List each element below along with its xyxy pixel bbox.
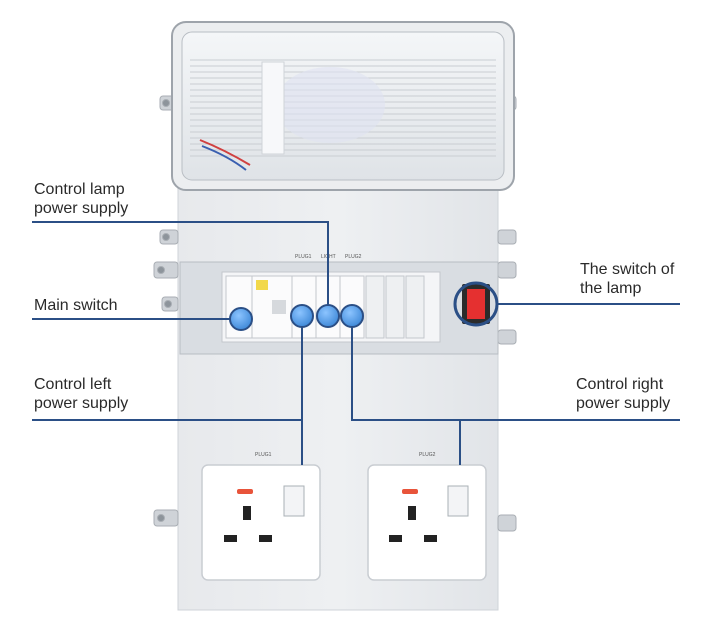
callout-main-switch: Main switch xyxy=(34,297,118,314)
bulkhead-lamp xyxy=(171,21,515,191)
callout-left-power: Control left power supply xyxy=(34,375,128,413)
callout-right-power-line1: Control right xyxy=(576,376,664,393)
callout-lamp-switch: The switch of the lamp xyxy=(580,260,674,298)
callout-lamp-switch-line1: The switch of xyxy=(580,261,675,278)
socket-label-plug1: PLUG1 xyxy=(255,452,272,458)
breaker-enclosure: PLUG1 LIGHT PLUG2 xyxy=(179,254,499,355)
callout-lamp-power-line2: power supply xyxy=(34,200,129,217)
lamp-rocker-switch[interactable] xyxy=(453,281,499,327)
callout-lamp-switch-line2: the lamp xyxy=(580,280,642,297)
left-socket: PLUG1 xyxy=(201,452,321,581)
callout-right-power-line2: power supply xyxy=(576,395,671,412)
callout-right-power: Control right power supply xyxy=(576,375,670,413)
socket-label-plug2: PLUG2 xyxy=(419,452,436,458)
plug2-breaker-toggle[interactable] xyxy=(340,304,364,328)
right-socket: PLUG2 xyxy=(367,452,487,581)
leader-lamp-power xyxy=(32,221,329,305)
plug1-breaker-toggle[interactable] xyxy=(290,304,314,328)
callout-lamp-power-line1: Control lamp xyxy=(34,181,125,198)
main-switch-toggle[interactable] xyxy=(229,307,253,331)
callout-left-power-line2: power supply xyxy=(34,395,129,412)
leader-right-power xyxy=(351,327,680,421)
callout-lamp-power: Control lamp power supply xyxy=(34,180,128,218)
callout-left-power-line1: Control left xyxy=(34,376,112,393)
breaker-label-plug1: PLUG1 xyxy=(295,254,312,260)
breaker-label-plug2: PLUG2 xyxy=(345,254,362,260)
leader-lines xyxy=(32,221,680,465)
light-breaker-toggle[interactable] xyxy=(316,304,340,328)
